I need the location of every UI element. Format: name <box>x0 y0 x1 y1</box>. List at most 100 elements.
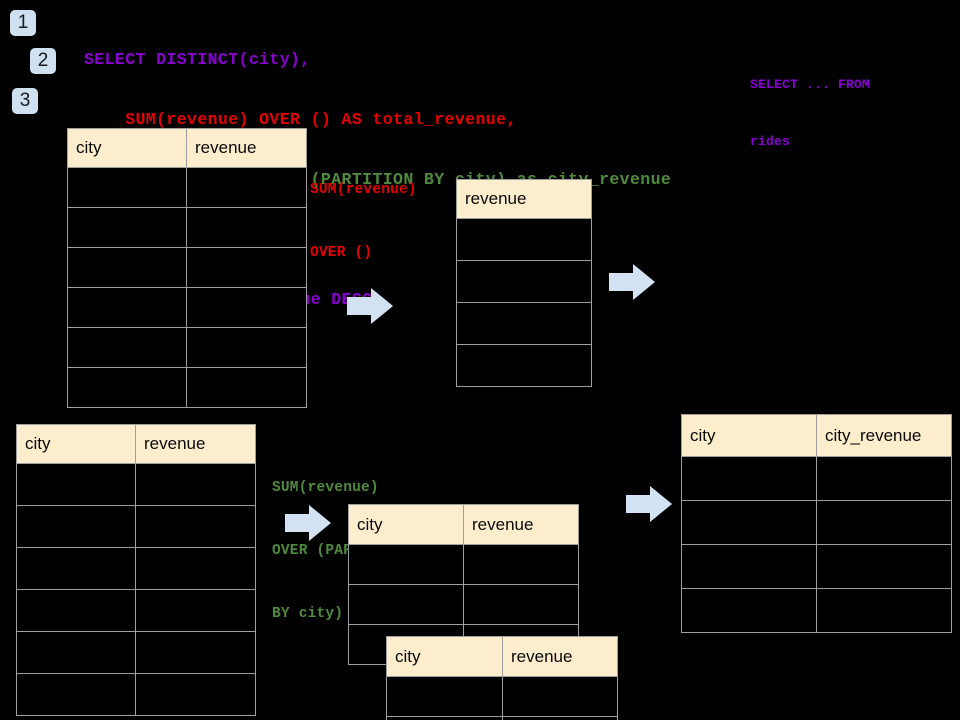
annotation-over-empty-line2: OVER () <box>310 245 373 261</box>
arrow-total-to-result <box>609 264 655 300</box>
total-revenue-table: revenue <box>456 179 592 387</box>
table-header-row: city revenue <box>16 424 256 464</box>
column-header-city: city <box>16 424 136 464</box>
arrow-source-to-partition <box>285 505 331 541</box>
table-row <box>67 367 307 408</box>
table-cell <box>135 463 256 506</box>
table-row <box>67 287 307 328</box>
table-cell <box>135 673 256 716</box>
table-cell <box>186 207 307 248</box>
table-row <box>386 676 618 717</box>
column-header-city: city <box>681 414 817 457</box>
annotation-select-from-rides: SELECT ... FROM rides <box>750 37 870 189</box>
table-cell <box>386 676 503 717</box>
table-row <box>16 547 256 590</box>
table-cell <box>348 584 464 625</box>
table-cell <box>186 327 307 368</box>
table-header-row: city city_revenue <box>681 414 952 457</box>
table-row <box>16 505 256 548</box>
table-cell <box>456 260 592 303</box>
table-row <box>348 544 579 585</box>
table-row <box>456 218 592 261</box>
table-row <box>348 584 579 625</box>
table-cell <box>67 367 187 408</box>
table-row <box>456 302 592 345</box>
table-row <box>16 673 256 716</box>
table-cell <box>456 302 592 345</box>
table-row <box>16 463 256 506</box>
annotation-over-empty-line1: SUM(revenue) <box>310 182 417 198</box>
table-cell <box>67 207 187 248</box>
table-row <box>67 167 307 208</box>
source-table-top: city revenue <box>67 128 307 408</box>
arrow-partition-to-result <box>626 486 672 522</box>
table-row <box>681 500 952 545</box>
step-badge-1[interactable]: 1 <box>10 10 36 36</box>
table-cell <box>67 287 187 328</box>
table-cell <box>135 547 256 590</box>
step-badge-3[interactable]: 3 <box>12 88 38 114</box>
table-cell <box>186 247 307 288</box>
table-cell <box>16 631 136 674</box>
table-cell <box>16 547 136 590</box>
table-cell <box>16 673 136 716</box>
table-row <box>16 589 256 632</box>
table-cell <box>348 544 464 585</box>
table-cell <box>67 327 187 368</box>
annotation-select-from-rides-line2: rides <box>750 134 791 149</box>
table-cell <box>456 344 592 387</box>
table-cell <box>386 716 503 720</box>
table-cell <box>67 167 187 208</box>
source-table-bottom: city revenue <box>16 424 256 716</box>
table-cell <box>186 367 307 408</box>
annotation-over-partition-line1: SUM(revenue) <box>272 480 379 496</box>
table-row <box>67 327 307 368</box>
table-row <box>386 716 618 720</box>
table-header-row: city revenue <box>386 636 618 677</box>
table-row <box>681 456 952 501</box>
table-cell <box>816 456 952 501</box>
column-header-revenue: revenue <box>186 128 307 168</box>
table-row <box>456 344 592 387</box>
table-cell <box>135 505 256 548</box>
table-row <box>681 544 952 589</box>
column-header-city: city <box>348 504 464 545</box>
table-cell <box>463 544 579 585</box>
table-row <box>16 631 256 674</box>
result-table: city city_revenue <box>681 414 952 633</box>
table-cell <box>681 544 817 589</box>
table-cell <box>186 287 307 328</box>
annotation-select-from-rides-line1: SELECT ... FROM <box>750 77 871 92</box>
table-header-row: city revenue <box>348 504 579 545</box>
table-cell <box>502 716 618 720</box>
table-cell <box>186 167 307 208</box>
step-badge-2[interactable]: 2 <box>30 48 56 74</box>
partition-table-front: city revenue <box>386 636 618 720</box>
table-row <box>681 588 952 633</box>
table-cell <box>67 247 187 288</box>
table-cell <box>681 500 817 545</box>
table-row <box>67 247 307 288</box>
table-cell <box>135 631 256 674</box>
annotation-over-partition-line3: BY city) <box>272 606 344 622</box>
column-header-city-revenue: city_revenue <box>816 414 952 457</box>
table-cell <box>456 218 592 261</box>
table-cell <box>681 588 817 633</box>
table-cell <box>16 505 136 548</box>
column-header-city: city <box>67 128 187 168</box>
table-header-row: revenue <box>456 179 592 219</box>
table-cell <box>816 588 952 633</box>
table-cell <box>816 544 952 589</box>
table-row <box>67 207 307 248</box>
table-row <box>456 260 592 303</box>
column-header-city: city <box>386 636 503 677</box>
column-header-revenue: revenue <box>456 179 592 219</box>
arrow-source-to-total <box>347 288 393 324</box>
column-header-revenue: revenue <box>463 504 579 545</box>
table-cell <box>16 463 136 506</box>
table-cell <box>463 584 579 625</box>
table-cell <box>16 589 136 632</box>
annotation-over-empty: SUM(revenue) OVER () <box>310 138 417 306</box>
table-cell <box>502 676 618 717</box>
